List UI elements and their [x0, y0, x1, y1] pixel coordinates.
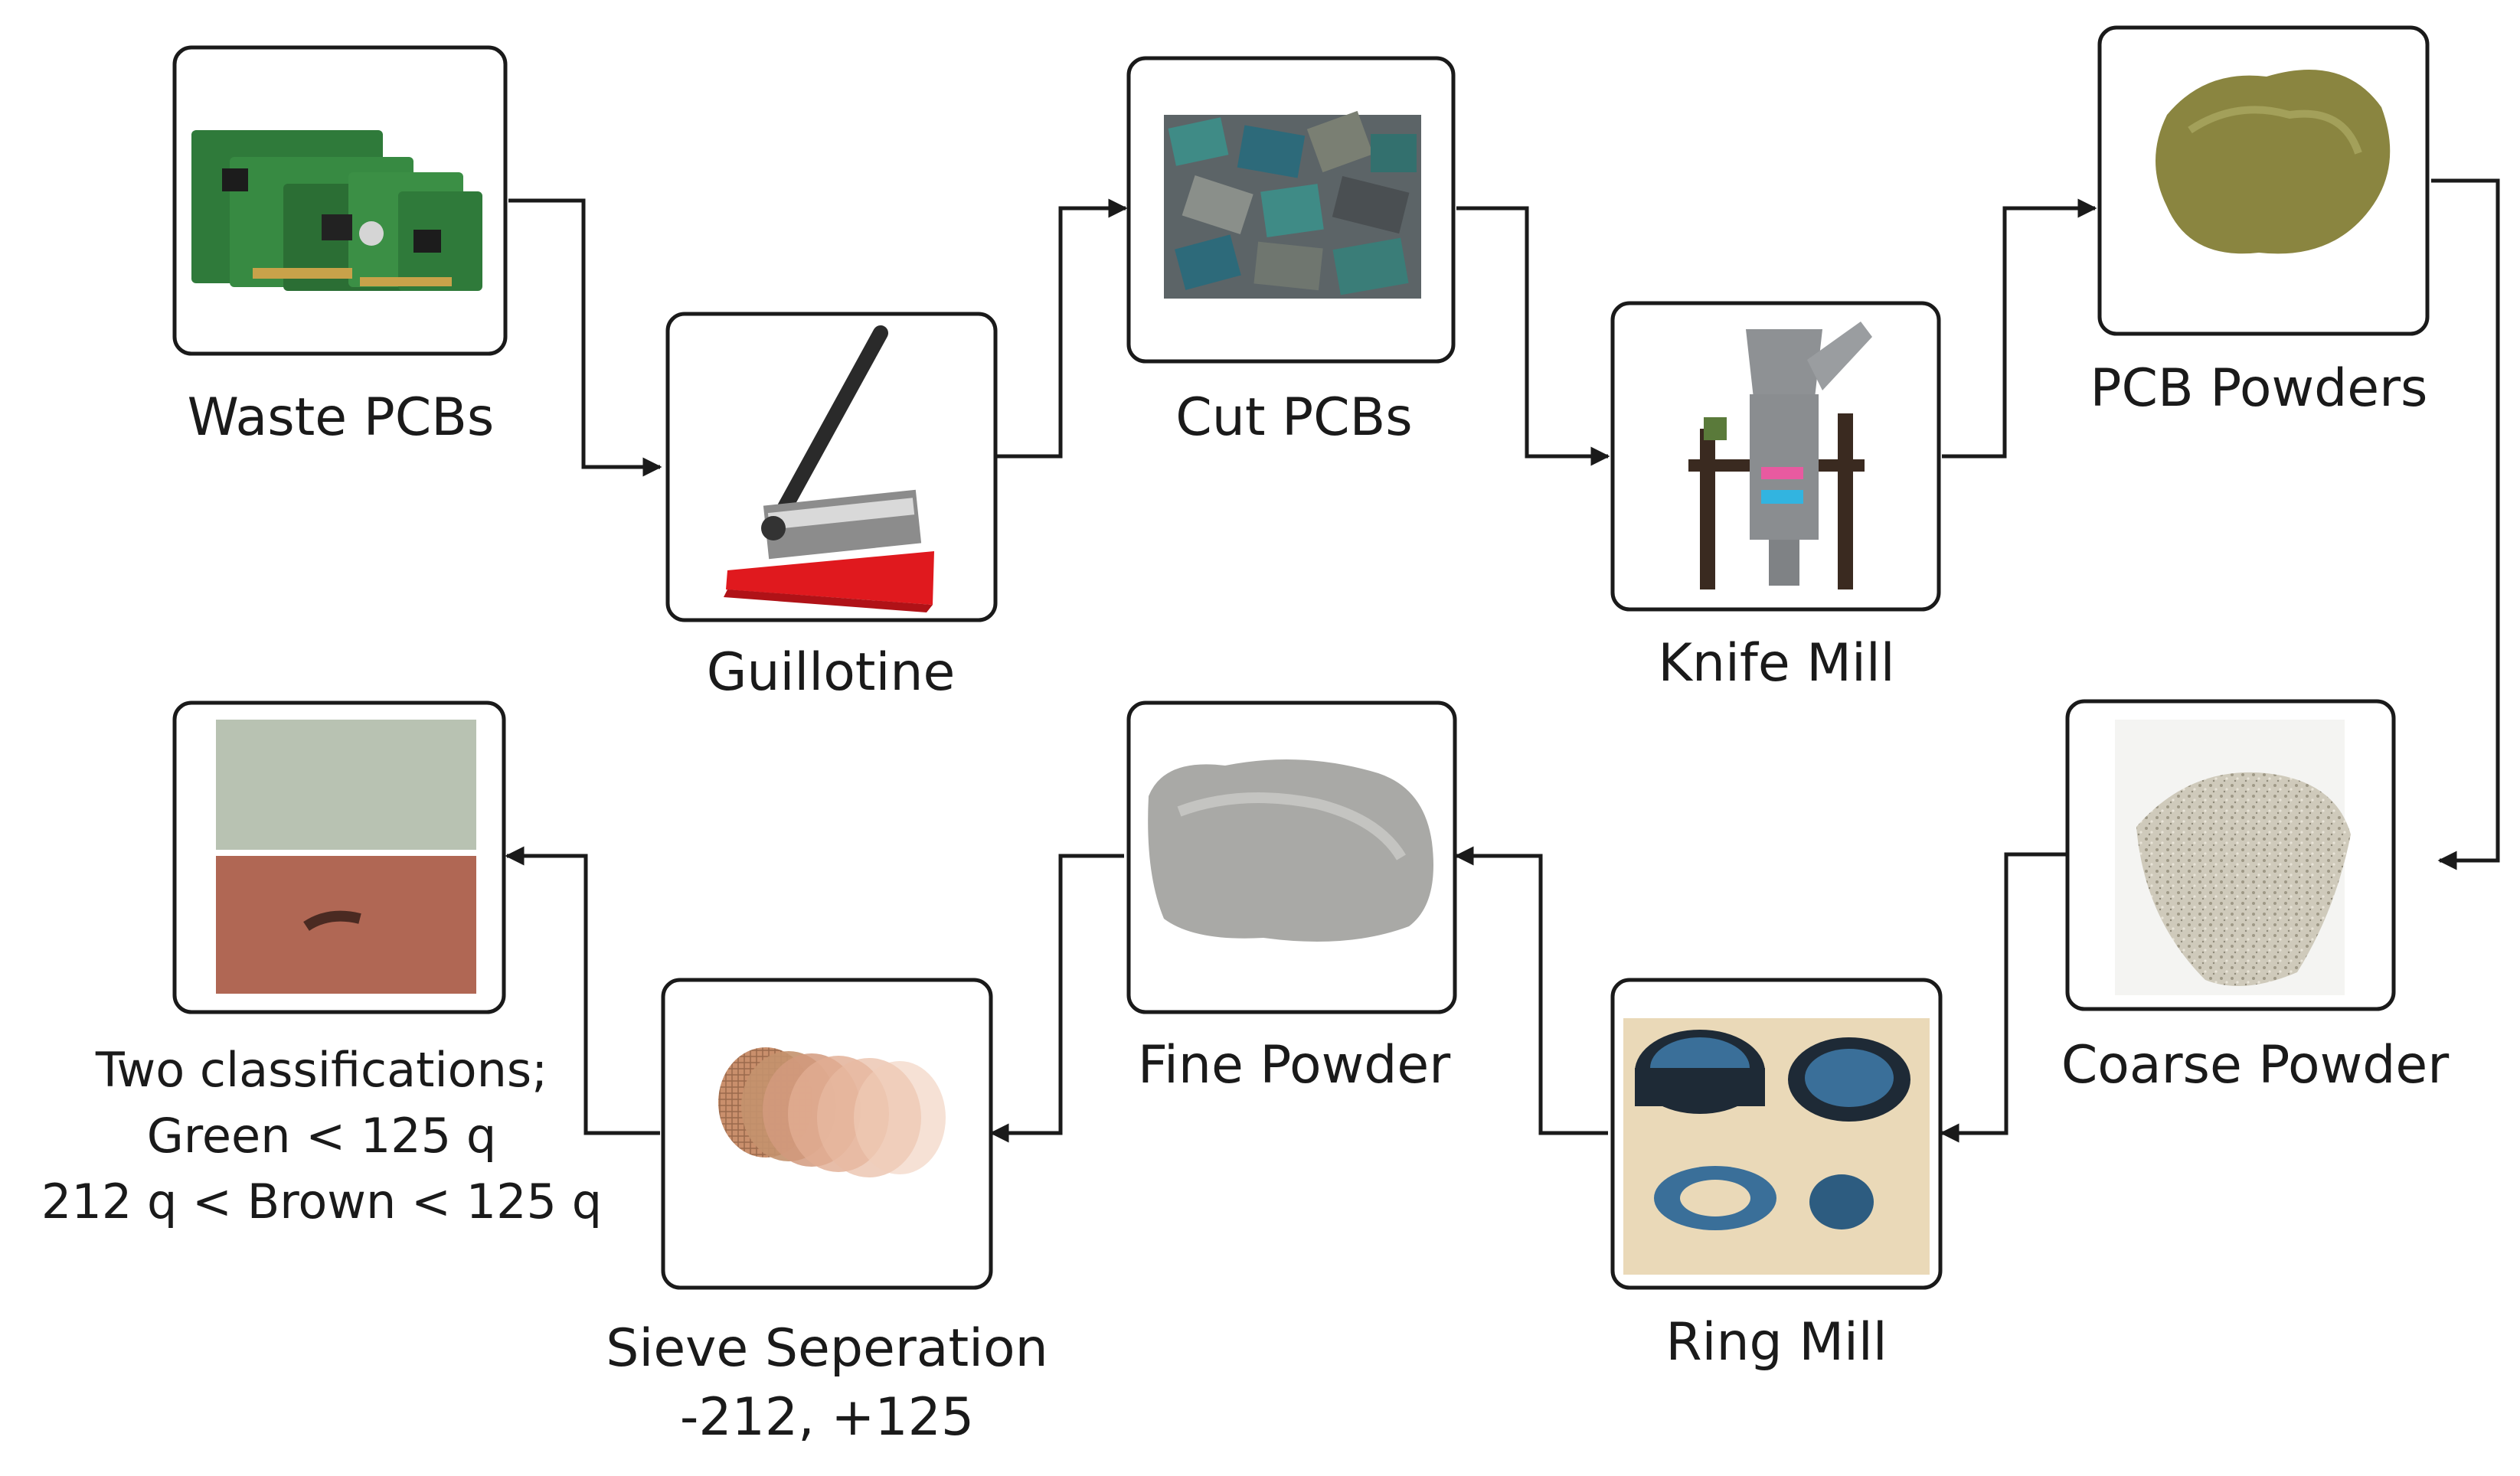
- coarse-powder-icon: [2115, 720, 2351, 995]
- arrow-cut-to-knife: [1456, 206, 1610, 466]
- sieve-stack-icon: [718, 1047, 946, 1177]
- arrow-fine-to-sieve: [989, 854, 1124, 1143]
- flow-arrows: [505, 178, 2500, 1143]
- fine-powder-icon: [1148, 759, 1433, 942]
- arrow-coarse-to-ringmill: [1940, 852, 2067, 1143]
- pcb-boards-icon: [191, 130, 482, 291]
- knife-mill-icon: [1688, 322, 1872, 589]
- arrow-knife-to-pcbpowders: [1942, 198, 2097, 459]
- olive-powder-icon: [2156, 70, 2391, 254]
- arrow-sieve-to-classes: [505, 846, 660, 1135]
- cut-pcbs-icon: [1164, 110, 1421, 299]
- powder-classes-icon: [216, 720, 476, 994]
- arrow-guillotine-to-cut: [997, 198, 1128, 459]
- arrow-waste-to-guillotine: [508, 198, 662, 477]
- ring-mill-icon: [1623, 1018, 1930, 1275]
- arrow-ringmill-to-fine: [1454, 846, 1608, 1135]
- arrow-pcbpowders-to-coarse: [2431, 178, 2500, 870]
- guillotine-icon: [724, 325, 934, 612]
